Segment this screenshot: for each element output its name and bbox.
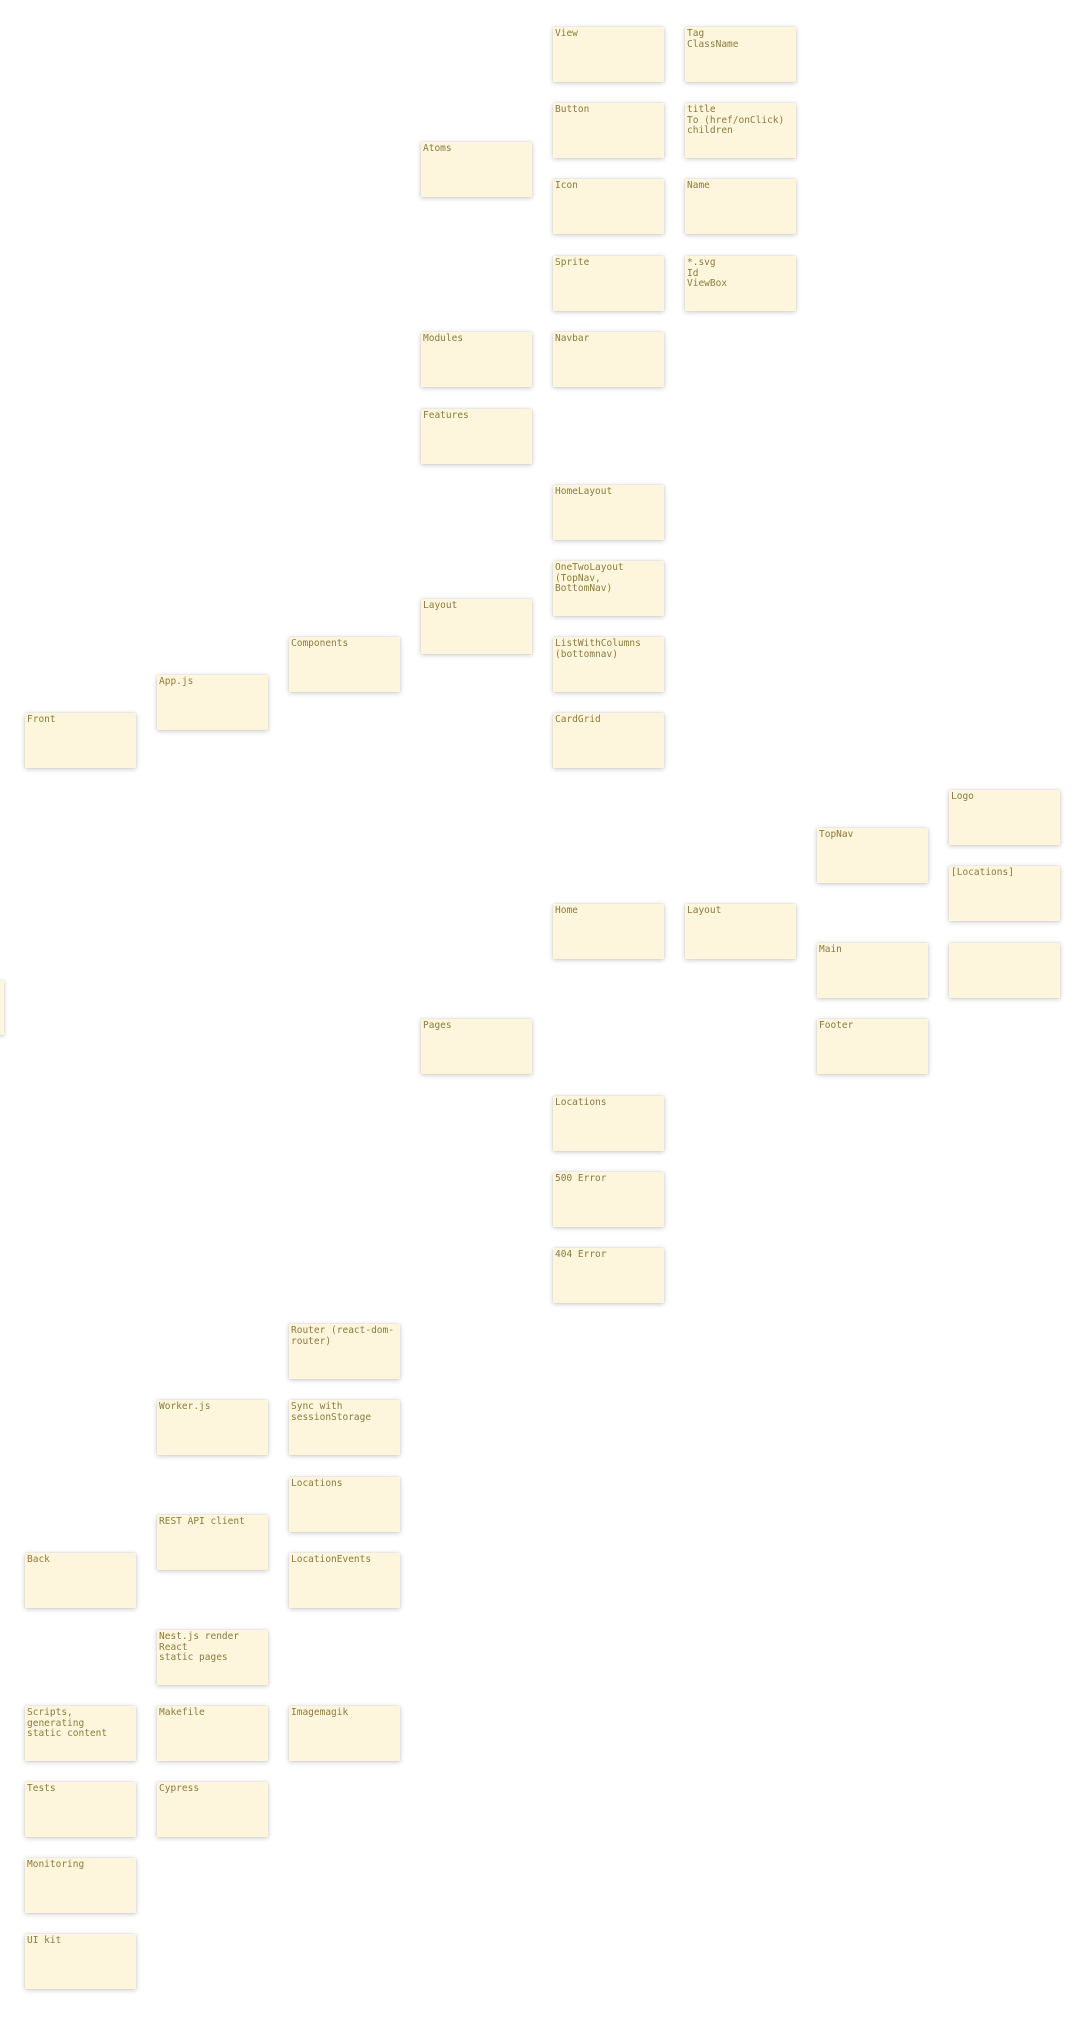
note-home-layout[interactable]: HomeLayout [553, 485, 664, 540]
note-button-props[interactable]: title To (href/onClick) children [685, 103, 796, 158]
note-back[interactable]: Back [25, 1553, 136, 1608]
note-view[interactable]: View [553, 27, 664, 82]
note-top-nav[interactable]: TopNav [817, 828, 928, 883]
note-icon-props[interactable]: Name [685, 179, 796, 234]
note-icon[interactable]: Icon [553, 179, 664, 234]
note-card-grid[interactable]: CardGrid [553, 713, 664, 768]
note-button[interactable]: Button [553, 103, 664, 158]
note-empty[interactable] [949, 943, 1060, 998]
note-logo[interactable]: Logo [949, 790, 1060, 845]
note-sync-session[interactable]: Sync with sessionStorage [289, 1400, 400, 1455]
note-ui-kit[interactable]: UI kit [25, 1934, 136, 1989]
note-locations-bracket[interactable]: [Locations] [949, 866, 1060, 921]
note-worker-js[interactable]: Worker.js [157, 1400, 268, 1455]
note-error-500[interactable]: 500 Error [553, 1172, 664, 1227]
note-pages[interactable]: Pages [421, 1019, 532, 1074]
note-locations-page[interactable]: Locations [553, 1096, 664, 1151]
note-navbar[interactable]: Navbar [553, 332, 664, 387]
note-location-events[interactable]: LocationEvents [289, 1553, 400, 1608]
note-front[interactable]: Front [25, 713, 136, 768]
note-rest-api-client[interactable]: REST API client [157, 1515, 268, 1570]
note-app-js[interactable]: App.js [157, 675, 268, 730]
note-sprite[interactable]: Sprite [553, 256, 664, 311]
note-modules[interactable]: Modules [421, 332, 532, 387]
note-layout[interactable]: Layout [421, 599, 532, 654]
note-view-props[interactable]: Tag ClassName [685, 27, 796, 82]
note-makefile[interactable]: Makefile [157, 1706, 268, 1761]
note-footer[interactable]: Footer [817, 1019, 928, 1074]
note-home-layout-child[interactable]: Layout [685, 904, 796, 959]
note-nest-render[interactable]: Nest.js render React static pages [157, 1630, 268, 1685]
note-features[interactable]: Features [421, 409, 532, 464]
note-home[interactable]: Home [553, 904, 664, 959]
note-locations-api[interactable]: Locations [289, 1477, 400, 1532]
note-imagemagik[interactable]: Imagemagik [289, 1706, 400, 1761]
note-monitoring[interactable]: Monitoring [25, 1858, 136, 1913]
note-one-two-layout[interactable]: OneTwoLayout (TopNav, BottomNav) [553, 561, 664, 616]
note-sprite-props[interactable]: *.svg Id ViewBox [685, 256, 796, 311]
note-list-with-columns[interactable]: ListWithColumns (bottomnav) [553, 637, 664, 692]
note-error-404[interactable]: 404 Error [553, 1248, 664, 1303]
note-router[interactable]: Router (react-dom- router) [289, 1324, 400, 1379]
note-scripts[interactable]: Scripts, generating static content [25, 1706, 136, 1761]
note-main[interactable]: Main [817, 943, 928, 998]
note-tests[interactable]: Tests [25, 1782, 136, 1837]
note-offscreen-root[interactable] [0, 980, 4, 1035]
note-components[interactable]: Components [289, 637, 400, 692]
note-cypress[interactable]: Cypress [157, 1782, 268, 1837]
note-atoms[interactable]: Atoms [421, 142, 532, 197]
